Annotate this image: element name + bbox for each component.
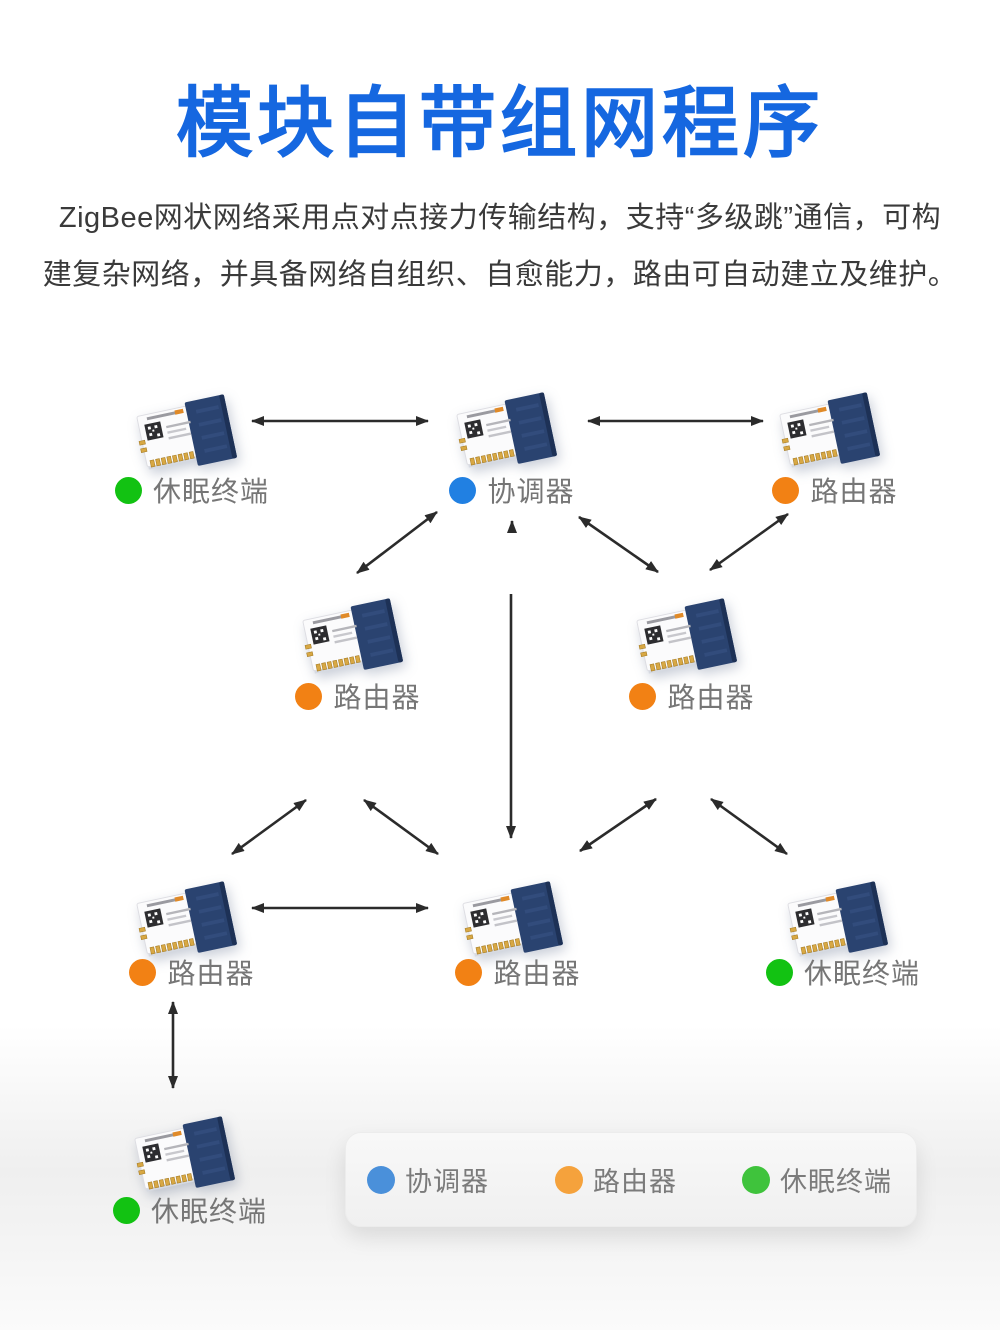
node-role-dot-icon	[295, 682, 323, 710]
sleep-terminal-dot-icon	[742, 1165, 770, 1194]
node-role-dot-icon	[772, 476, 800, 504]
connection-arrow	[231, 798, 307, 856]
node-label: 路由器	[572, 676, 812, 716]
node-label-text: 路由器	[493, 958, 581, 989]
topology-node-n7-router: 路由器	[398, 875, 638, 992]
coordinator-dot-icon	[367, 1165, 395, 1194]
connection-arrow	[363, 798, 439, 856]
node-label-text: 休眠终端	[150, 1196, 267, 1227]
legend-label: 协调器	[405, 1167, 489, 1197]
zigbee-module-photo-icon	[456, 392, 557, 468]
node-label-text: 路由器	[810, 476, 898, 507]
node-label-text: 休眠终端	[803, 958, 920, 989]
node-role-dot-icon	[129, 958, 157, 986]
topology-node-n2-coordinator: 协调器	[392, 386, 632, 510]
node-role-dot-icon	[449, 476, 477, 504]
page-title: 模块自带组网程序	[176, 81, 824, 167]
topology-node-n3-router: 路由器	[715, 386, 955, 510]
node-label-text: 路由器	[333, 682, 421, 713]
legend-label: 路由器	[593, 1167, 677, 1197]
node-role-dot-icon	[112, 1196, 140, 1224]
zigbee-module-photo-icon	[636, 598, 737, 674]
node-label-text: 路由器	[667, 682, 755, 713]
legend-label: 休眠终端	[780, 1167, 892, 1197]
legend-item-coordinator: 协调器	[367, 1133, 489, 1226]
zigbee-module-photo-icon	[779, 392, 880, 468]
legend-item-sleep-terminal: 休眠终端	[742, 1133, 892, 1226]
node-label-text: 休眠终端	[152, 476, 269, 507]
intro-line-1: ZigBee网状网络采用点对点接力传输结构，支持“多级跳”通信，可构	[58, 202, 942, 234]
node-label: 路由器	[72, 952, 312, 992]
node-label: 路由器	[238, 676, 478, 716]
router-dot-icon	[555, 1165, 583, 1194]
topology-node-n4-router: 路由器	[238, 592, 478, 716]
topology-node-n9-sleep_terminal: 休眠终端	[70, 1110, 310, 1230]
legend-card: 协调器 路由器 休眠终端	[345, 1132, 917, 1227]
topology-node-n5-router: 路由器	[572, 592, 812, 716]
zigbee-module-photo-icon	[134, 1116, 235, 1192]
intro-paragraph: ZigBee网状网络采用点对点接力传输结构，支持“多级跳”通信，可构建复杂网络，…	[30, 190, 970, 304]
zigbee-module-photo-icon	[302, 598, 403, 674]
zigbee-module-photo-icon	[136, 881, 237, 957]
node-label: 休眠终端	[723, 952, 963, 992]
node-label: 路由器	[715, 470, 955, 510]
connection-arrow	[710, 797, 788, 856]
connection-arrow	[579, 797, 657, 853]
legend-item-router: 路由器	[555, 1133, 677, 1226]
connection-arrow	[356, 510, 438, 575]
node-role-dot-icon	[629, 682, 657, 710]
zigbee-module-photo-icon	[462, 881, 563, 957]
topology-node-n1-sleep_terminal: 休眠终端	[72, 388, 312, 510]
node-label: 休眠终端	[70, 1190, 310, 1230]
zigbee-module-photo-icon	[787, 881, 888, 957]
connection-arrow	[578, 515, 659, 574]
node-role-dot-icon	[114, 476, 142, 504]
zigbee-module-photo-icon	[136, 394, 237, 470]
node-label: 协调器	[392, 470, 632, 510]
connection-arrow	[709, 512, 789, 572]
node-role-dot-icon	[455, 958, 483, 986]
node-label-text: 协调器	[487, 476, 575, 507]
topology-node-n6-router: 路由器	[72, 875, 312, 992]
node-label: 路由器	[398, 952, 638, 992]
node-label: 休眠终端	[72, 470, 312, 510]
topology-node-n8-sleep_terminal: 休眠终端	[723, 875, 963, 992]
intro-line-2: 建复杂网络，并具备网络自组织、自愈能力，路由可自动建立及维护。	[42, 259, 958, 291]
node-label-text: 路由器	[167, 958, 255, 989]
node-role-dot-icon	[765, 958, 793, 986]
